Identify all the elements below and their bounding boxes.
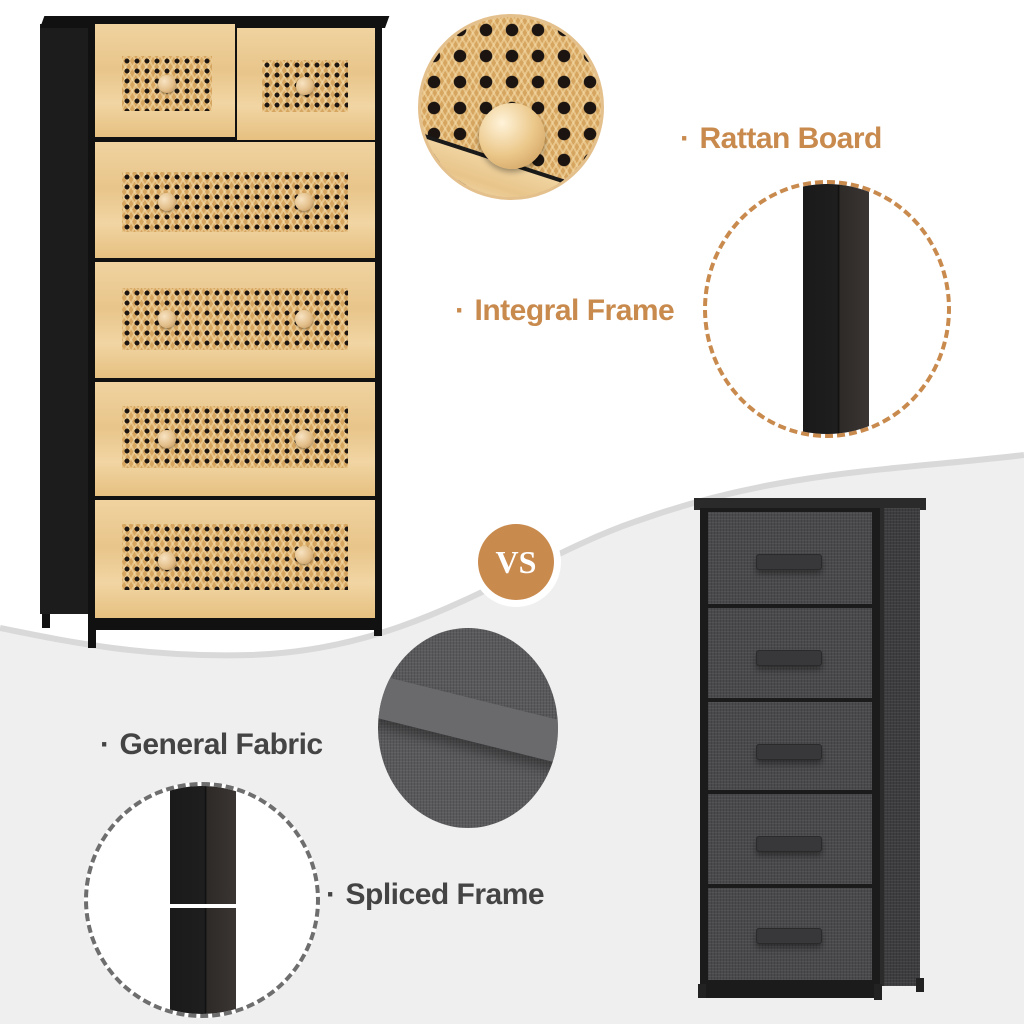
fabric-drawer-4: [708, 794, 872, 884]
rattan-dresser: [40, 16, 390, 656]
fabric-drawer-2: [708, 608, 872, 698]
drawer-wide-3: [95, 382, 375, 496]
bullet: ·: [680, 122, 690, 155]
drawer-top-left: [95, 24, 235, 137]
fabric-dresser: [694, 488, 926, 1000]
knob: [158, 430, 176, 448]
knob: [295, 430, 313, 448]
integral-frame-post: [803, 184, 869, 434]
spliced-frame-post-lower: [170, 908, 236, 1014]
dresser-leg: [698, 984, 706, 998]
rattan-panel: [122, 406, 348, 468]
knob: [158, 75, 176, 93]
rattan-panel: [122, 524, 348, 590]
rattan-panel: [122, 288, 348, 350]
integral-frame-detail: [703, 180, 951, 438]
bullet: ·: [326, 878, 336, 911]
fabric-handle-closeup: [378, 674, 558, 764]
drawer-wide-4: [95, 500, 375, 618]
drawer-handle: [756, 744, 822, 760]
drawer-top-right: [237, 28, 375, 140]
fabric-drawer-3: [708, 702, 872, 790]
dresser-leg: [916, 978, 924, 992]
rattan-panel: [122, 172, 348, 232]
feature-label-spliced-frame: ·Spliced Frame: [326, 878, 545, 911]
drawer-wide-1: [95, 142, 375, 258]
drawer-handle: [756, 928, 822, 944]
rattan-board-detail: [418, 14, 604, 200]
bullet: ·: [455, 294, 465, 327]
knob: [296, 77, 314, 95]
knob: [295, 310, 313, 328]
vs-badge: VS: [474, 520, 558, 604]
dresser-top: [694, 498, 926, 510]
spliced-frame-post-upper: [170, 786, 236, 904]
knob: [158, 310, 176, 328]
feature-label-rattan-board: ·Rattan Board: [680, 122, 882, 155]
dresser-leg: [88, 622, 96, 648]
knob: [158, 552, 176, 570]
dresser-leg: [42, 614, 50, 628]
dresser-side-panel: [880, 508, 920, 986]
spliced-frame-detail: [84, 782, 320, 1018]
feature-label-integral-frame: ·Integral Frame: [455, 294, 675, 327]
fabric-detail: [378, 628, 558, 828]
drawer-handle: [756, 650, 822, 666]
fabric-drawer-5: [708, 888, 872, 980]
fabric-drawer-1: [708, 512, 872, 604]
dresser-leg: [374, 622, 382, 636]
knob: [295, 193, 313, 211]
drawer-wide-2: [95, 262, 375, 378]
feature-label-general-fabric: ·General Fabric: [100, 728, 323, 761]
knob: [295, 546, 313, 564]
knob: [158, 193, 176, 211]
bullet: ·: [100, 728, 110, 761]
drawer-handle: [756, 836, 822, 852]
vs-badge-inner: VS: [478, 524, 554, 600]
knob-closeup: [479, 103, 545, 169]
dresser-leg: [874, 984, 882, 1000]
drawer-handle: [756, 554, 822, 570]
dresser-side-panel: [40, 24, 95, 614]
